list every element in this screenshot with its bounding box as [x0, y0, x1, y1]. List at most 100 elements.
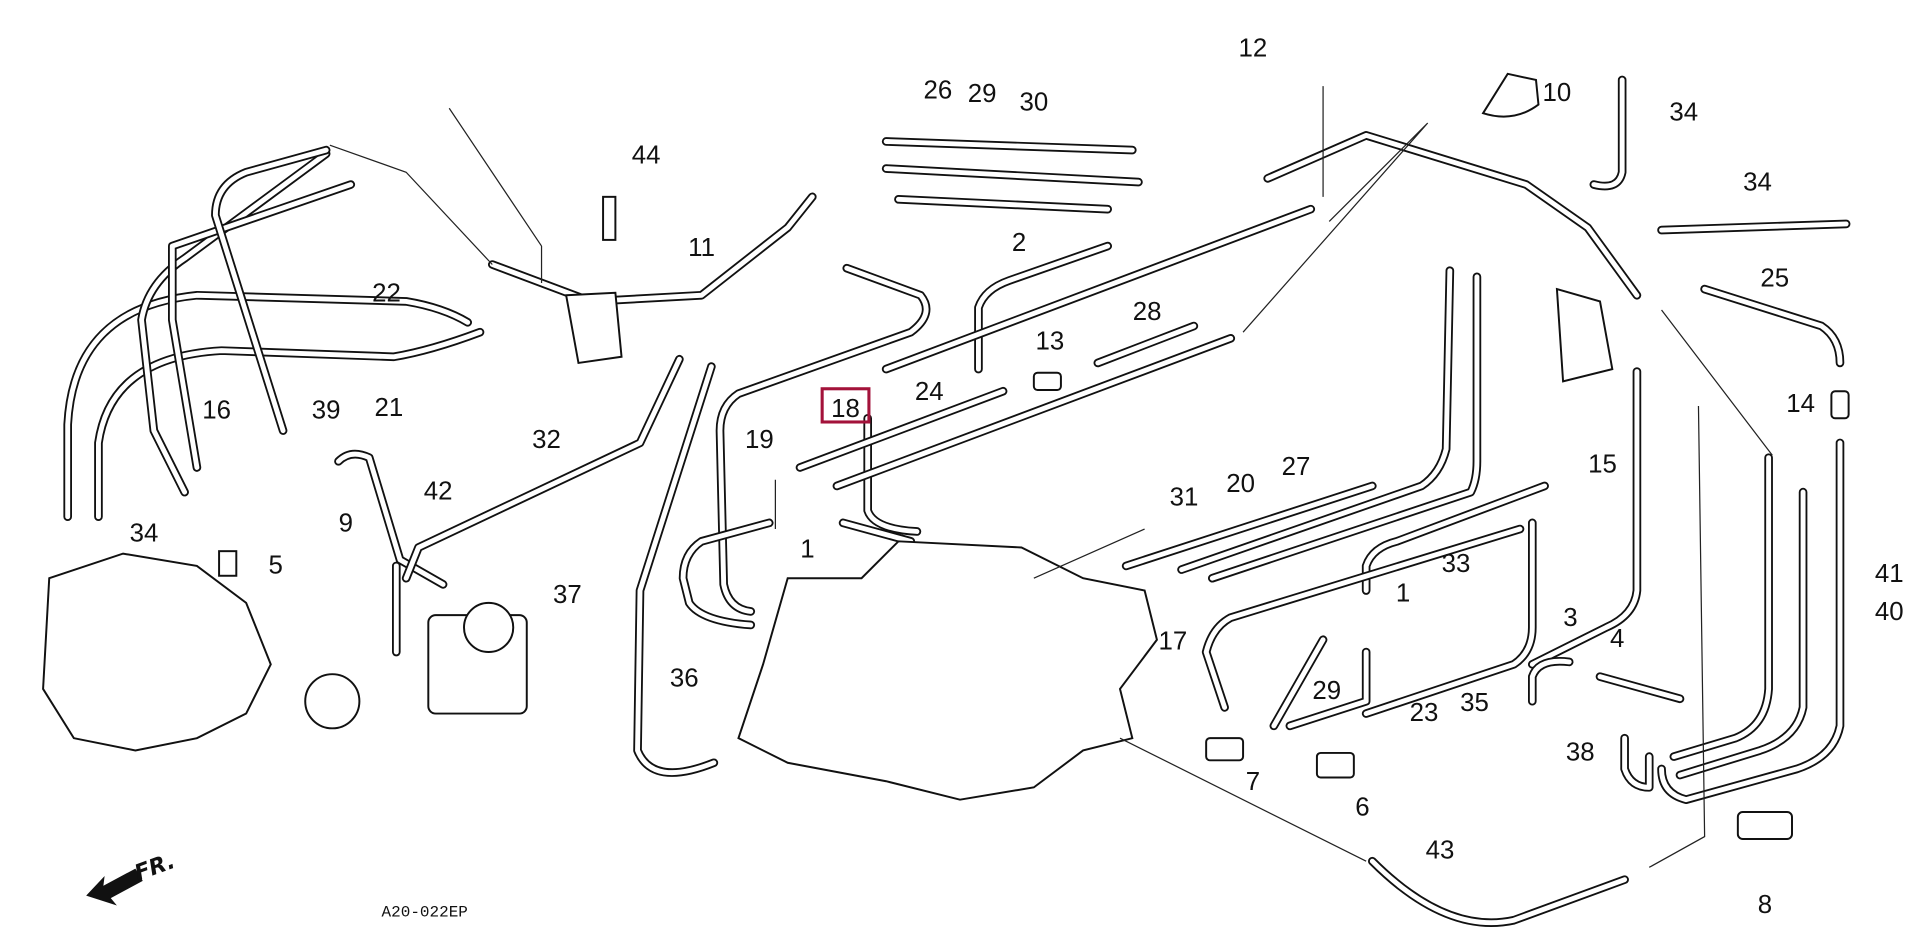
- highlight-box: [820, 387, 871, 424]
- callout-26: 26: [923, 76, 952, 104]
- part-8-clip: [1736, 810, 1793, 841]
- hose-38-inner: [1622, 735, 1652, 790]
- hose-34-right-top-inner: [1591, 77, 1625, 189]
- callout-10: 10: [1543, 79, 1572, 107]
- callout-13: 13: [1035, 327, 1064, 355]
- hose-29-inner: [883, 166, 1141, 185]
- callout-39: 39: [312, 396, 341, 424]
- callout-22: 22: [372, 279, 401, 307]
- hose-40: [1669, 453, 1773, 761]
- hose-14: [1657, 438, 1845, 804]
- left-throttle-body: [42, 552, 272, 752]
- callout-29: 29: [1312, 677, 1341, 705]
- hose-34-right-top: [1589, 75, 1627, 191]
- hose-42-inner: [336, 451, 446, 587]
- hose-33-inner: [1363, 483, 1548, 593]
- hose-upper-diag-inner: [883, 206, 1314, 372]
- callout-24: 24: [915, 378, 944, 406]
- callout-43: 43: [1426, 837, 1455, 865]
- hose-25-inner: [1702, 286, 1843, 366]
- harness-bracket: [564, 291, 623, 365]
- hose-21-inner: [96, 329, 483, 520]
- hose-harness-top-inner: [1265, 132, 1640, 298]
- hose-40-inner: [1671, 455, 1772, 760]
- callout-23: 23: [1410, 699, 1439, 727]
- hose-23-inner: [1287, 649, 1369, 729]
- callout-15: 15: [1588, 450, 1617, 478]
- hose-24-inner: [797, 388, 1006, 470]
- part-5-joint: [218, 550, 238, 577]
- callout-32: 32: [532, 426, 561, 454]
- callout-34: 34: [1743, 169, 1772, 197]
- front-marker: FR.: [131, 848, 178, 886]
- part-14-valve: [1830, 390, 1850, 420]
- part-shapes: [42, 72, 1850, 841]
- hose-harness-2: [488, 192, 817, 306]
- hose-39-inner: [212, 147, 329, 434]
- callout-1: 1: [1396, 580, 1410, 608]
- callout-33: 33: [1442, 550, 1471, 578]
- hose-34-right-inner: [1659, 221, 1849, 233]
- part-6-sensor: [1315, 751, 1355, 779]
- hose-14-inner: [1659, 440, 1843, 803]
- callout-12: 12: [1239, 35, 1268, 63]
- hose-27-inner: [1209, 274, 1480, 581]
- drawing-code: A20-022EP: [382, 904, 468, 922]
- engine-block: [737, 540, 1158, 801]
- callout-31: 31: [1170, 484, 1199, 512]
- bracket-right: [1555, 287, 1614, 383]
- hose-34-left-inner: [139, 151, 329, 495]
- hose-1-inner: [840, 520, 914, 544]
- callout-30: 30: [1019, 89, 1048, 117]
- hose-26-inner: [883, 139, 1135, 153]
- hose-43-inner: [1369, 858, 1628, 926]
- hose-long-diag-inner: [834, 335, 1234, 489]
- leader-lines: [329, 86, 1773, 868]
- hose-41-inner: [1677, 489, 1806, 778]
- hose-3-inner: [1529, 658, 1572, 704]
- callout-2: 2: [1012, 229, 1026, 257]
- callout-11: 11: [688, 234, 715, 262]
- hose-32: [401, 354, 684, 583]
- hose-16b: [168, 180, 356, 472]
- callout-35: 35: [1460, 689, 1489, 717]
- hose-17-inner: [1203, 526, 1523, 710]
- part-10-cap: [1481, 72, 1540, 118]
- hose-28-inner: [1095, 323, 1197, 366]
- hose-42: [334, 449, 448, 589]
- callout-7: 7: [1246, 768, 1260, 796]
- callout-9: 9: [339, 509, 353, 537]
- hose-drawing: [63, 75, 1851, 927]
- front-arrow: FR.: [86, 848, 178, 906]
- callout-41: 41: [1875, 560, 1904, 588]
- diaphragm-valve: [304, 673, 361, 730]
- hose-15-inner: [1529, 369, 1640, 667]
- callout-42: 42: [424, 477, 453, 505]
- hose-37-inner: [635, 364, 717, 776]
- callout-27: 27: [1282, 453, 1311, 481]
- hose-16-inner: [65, 292, 471, 520]
- callout-28: 28: [1133, 298, 1162, 326]
- front-arrow-icon: [86, 868, 143, 906]
- callout-18[interactable]: 18: [831, 395, 860, 423]
- callout-4: 4: [1610, 625, 1624, 653]
- callout-21: 21: [375, 394, 404, 422]
- callout-14: 14: [1786, 390, 1815, 418]
- hose-2-inner: [976, 243, 1111, 372]
- callout-38: 38: [1566, 738, 1595, 766]
- callout-36: 36: [670, 664, 699, 692]
- callout-3: 3: [1563, 604, 1577, 632]
- callout-34: 34: [130, 519, 159, 547]
- hose-16: [63, 290, 473, 522]
- hose-harness-2-inner: [489, 194, 815, 304]
- callout-5: 5: [269, 551, 283, 579]
- hose-36-inner: [680, 520, 772, 628]
- callout-44: 44: [632, 142, 661, 170]
- actuator-dome: [463, 601, 515, 654]
- hose-30-inner: [896, 196, 1111, 212]
- hose-32-inner: [403, 356, 682, 581]
- hose-20-inner: [1179, 268, 1453, 573]
- callout-37: 37: [553, 581, 582, 609]
